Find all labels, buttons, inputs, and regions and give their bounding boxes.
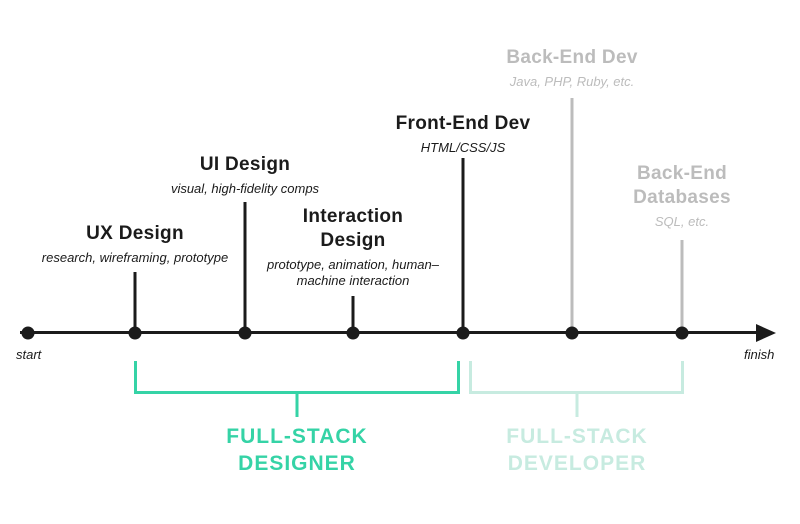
milestone-title: Front-End Dev <box>395 113 531 134</box>
milestone-subtitle: visual, high-fidelity comps <box>170 180 320 196</box>
start-label: start <box>16 347 42 362</box>
milestone-title: UX Design <box>86 223 184 244</box>
designer-bracket <box>134 361 460 394</box>
full-stack-developer-label: FULL-STACK DEVELOPER <box>506 425 648 476</box>
milestone-subtitle: SQL, etc. <box>654 213 710 229</box>
milestone-connector-line <box>680 240 684 334</box>
timeline-dot <box>565 326 579 340</box>
timeline-dot <box>346 326 360 340</box>
timeline-start-dot <box>21 326 35 340</box>
milestone-label: Interaction Design prototype, animation,… <box>253 205 453 289</box>
milestone-connector-line <box>351 296 355 334</box>
milestone-subtitle: HTML/CSS/JS <box>420 139 506 155</box>
full-stack-designer-label: FULL-STACK DESIGNER <box>226 425 368 476</box>
milestone-connector-line <box>461 158 465 334</box>
milestone-title: Back-End Databases <box>633 163 731 208</box>
timeline-dot <box>675 326 689 340</box>
developer-bracket-stem <box>575 394 579 417</box>
milestone-label: Front-End Dev HTML/CSS/JS <box>353 112 573 156</box>
milestone-subtitle: Java, PHP, Ruby, etc. <box>509 73 635 89</box>
designer-bracket-stem <box>295 394 299 417</box>
milestone-subtitle: research, wireframing, prototype <box>41 249 229 265</box>
axis-arrowhead-icon <box>756 324 776 342</box>
milestone-label: UX Design research, wireframing, prototy… <box>15 222 255 266</box>
milestone-connector-line <box>570 98 574 334</box>
milestone-connector-line <box>243 202 247 334</box>
timeline-dot <box>238 326 252 340</box>
milestone-title: Back-End Dev <box>506 47 638 68</box>
developer-bracket <box>469 361 684 394</box>
milestone-subtitle: prototype, animation, human–machine inte… <box>267 256 439 288</box>
milestone-title: Interaction Design <box>302 206 404 251</box>
milestone-title: UI Design <box>199 154 291 175</box>
milestone-label: UI Design visual, high-fidelity comps <box>130 153 360 197</box>
timeline-axis <box>20 331 758 334</box>
timeline-dot <box>456 326 470 340</box>
milestone-label: Back-End Databases SQL, etc. <box>582 162 782 230</box>
milestone-label: Back-End Dev Java, PHP, Ruby, etc. <box>457 46 687 90</box>
timeline-dot <box>128 326 142 340</box>
finish-label: finish <box>744 347 775 362</box>
milestone-connector-line <box>133 272 137 334</box>
